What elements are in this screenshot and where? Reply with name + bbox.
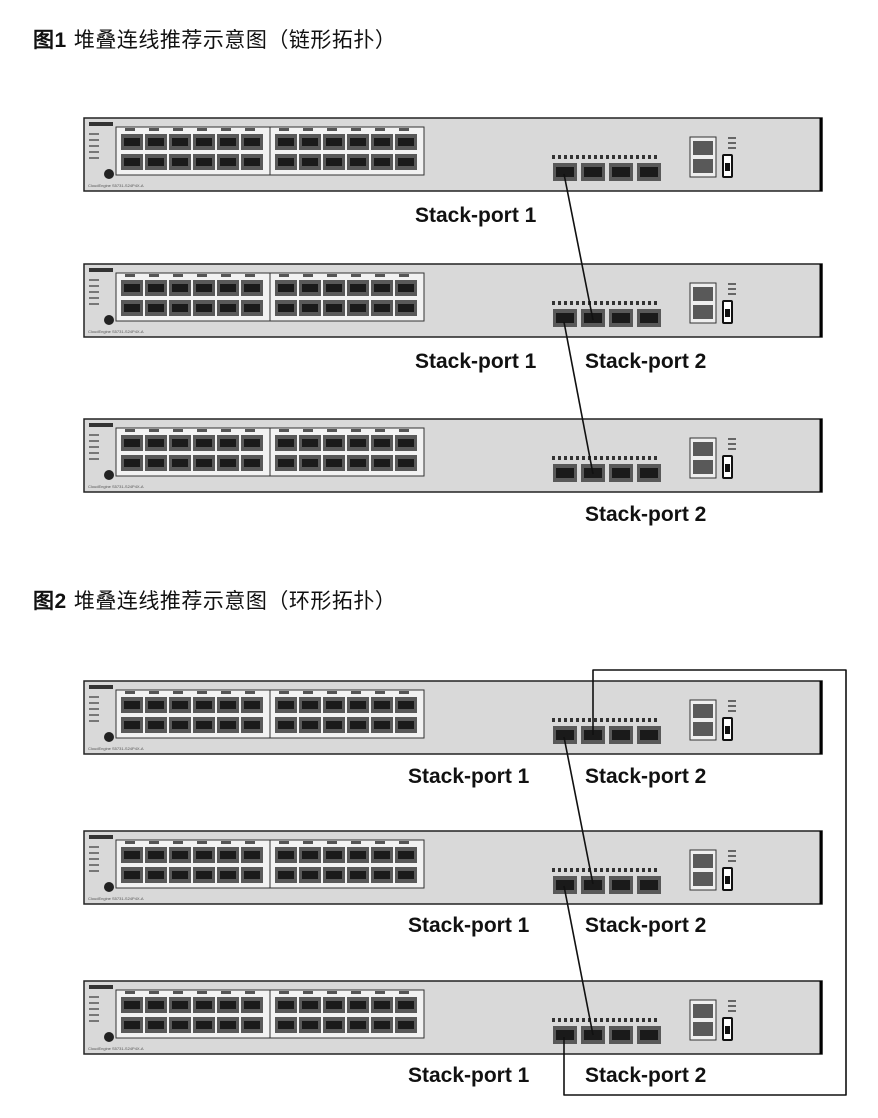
cable-1-b	[563, 321, 594, 475]
label-fig2-sw2-port2: Stack-port 2	[585, 914, 707, 937]
label-fig2-sw3-port1: Stack-port 1	[408, 1064, 530, 1087]
cable-2-a	[563, 736, 594, 885]
model-text: CloudEngine S5731-S24P4X-A	[88, 329, 144, 334]
model-text: CloudEngine S5731-S24P4X-A	[88, 1046, 144, 1051]
figure-2-caption: 堆叠连线推荐示意图（环形拓扑）	[73, 589, 397, 613]
switch-1-1: CloudEngine S5731-S24P4X-A	[83, 117, 823, 192]
label-fig2-sw3-port2: Stack-port 2	[585, 1064, 707, 1087]
label-fig2-sw2-port1: Stack-port 1	[408, 914, 530, 937]
figure-1-label: 图1	[33, 29, 67, 52]
cable-1-a	[563, 173, 594, 321]
mode-button-icon	[104, 470, 114, 480]
switch-2-2: CloudEngine S5731-S24P4X-A	[83, 830, 823, 905]
model-text: CloudEngine S5731-S24P4X-A	[88, 896, 144, 901]
label-fig1-sw3-port2: Stack-port 2	[585, 503, 707, 526]
label-fig1-sw1-port1: Stack-port 1	[415, 204, 537, 227]
figure-1-caption: 堆叠连线推荐示意图（链形拓扑）	[73, 28, 397, 52]
switch-1-3: CloudEngine S5731-S24P4X-A	[83, 418, 823, 493]
figure-2-label: 图2	[33, 590, 67, 613]
model-text: CloudEngine S5731-S24P4X-A	[88, 183, 144, 188]
figure-2-title: 图2 堆叠连线推荐示意图（环形拓扑）	[33, 585, 396, 615]
switch-1-2: CloudEngine S5731-S24P4X-A	[83, 263, 823, 338]
switch-2-3: CloudEngine S5731-S24P4X-A	[83, 980, 823, 1055]
cable-2-b	[563, 885, 594, 1036]
label-fig2-sw1-port1: Stack-port 1	[408, 765, 530, 788]
label-fig2-sw1-port2: Stack-port 2	[585, 765, 707, 788]
mode-button-icon	[104, 169, 114, 179]
switch-2-1: CloudEngine S5731-S24P4X-A	[83, 680, 823, 755]
label-fig1-sw2-port1: Stack-port 1	[415, 350, 537, 373]
mode-button-icon	[104, 1032, 114, 1042]
figure-1-title: 图1 堆叠连线推荐示意图（链形拓扑）	[33, 24, 396, 54]
mode-button-icon	[104, 882, 114, 892]
mode-button-icon	[104, 732, 114, 742]
model-text: CloudEngine S5731-S24P4X-A	[88, 484, 144, 489]
mode-button-icon	[104, 315, 114, 325]
label-fig1-sw2-port2: Stack-port 2	[585, 350, 707, 373]
cable-2-ring	[563, 669, 847, 1096]
model-text: CloudEngine S5731-S24P4X-A	[88, 746, 144, 751]
